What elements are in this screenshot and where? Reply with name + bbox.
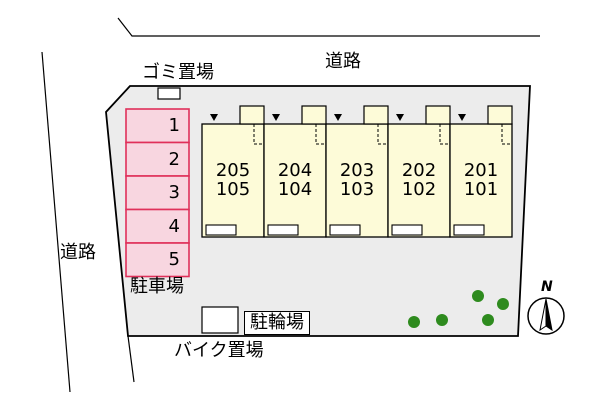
north-arrow-icon bbox=[527, 297, 565, 335]
unit-number-upper: 202 bbox=[401, 160, 437, 181]
road-top-edge bbox=[117, 17, 540, 37]
entrance-arrow-icon bbox=[272, 114, 280, 121]
parking-slot bbox=[125, 242, 190, 278]
parking-slot-number: 1 bbox=[168, 115, 180, 136]
stair-landing bbox=[239, 105, 265, 125]
unit-number-upper: 201 bbox=[463, 160, 499, 181]
parking-slot-number: 5 bbox=[168, 249, 180, 270]
stair-path bbox=[439, 124, 450, 145]
unit-block bbox=[449, 123, 513, 238]
tree-icon bbox=[408, 316, 420, 328]
unit-number-upper: 203 bbox=[339, 160, 375, 181]
stair-path bbox=[253, 124, 264, 145]
entrance-arrow-icon bbox=[396, 114, 404, 121]
stair-path bbox=[315, 124, 326, 145]
tree-icon bbox=[436, 314, 448, 326]
unit-number-lower: 104 bbox=[277, 178, 313, 200]
stair-landing bbox=[487, 105, 513, 125]
parking-label: 駐車場 bbox=[130, 276, 184, 297]
parking-slot bbox=[125, 208, 190, 244]
garbage-box bbox=[157, 87, 181, 100]
stair-landing bbox=[301, 105, 327, 125]
unit-number-lower: 103 bbox=[339, 178, 375, 200]
unit-number-lower: 105 bbox=[215, 178, 251, 200]
tree-icon bbox=[472, 290, 484, 302]
apartment-building bbox=[201, 105, 513, 238]
road-left-edge bbox=[41, 51, 71, 393]
stair-path bbox=[377, 124, 388, 145]
parking-slot-number: 2 bbox=[168, 148, 180, 170]
unit-block bbox=[325, 123, 389, 238]
garbage-label: ゴミ置場 bbox=[142, 62, 214, 83]
balcony bbox=[205, 224, 237, 236]
motorbike-parking-box bbox=[201, 306, 239, 334]
compass-north-label: N bbox=[541, 279, 553, 295]
unit-number-upper: 204 bbox=[277, 160, 313, 181]
tree-icon bbox=[482, 314, 494, 326]
tree-icon bbox=[497, 298, 509, 310]
balcony bbox=[391, 224, 423, 236]
balcony bbox=[267, 224, 299, 236]
motorbike-parking-label: バイク置場 bbox=[174, 340, 264, 361]
parking-slot bbox=[125, 175, 190, 211]
unit-number-lower: 102 bbox=[401, 178, 437, 200]
parking-lot bbox=[125, 108, 190, 278]
entrance-arrow-icon bbox=[458, 114, 466, 121]
unit-number-upper: 205 bbox=[215, 160, 251, 181]
bike-parking-label: 駐輪場 bbox=[244, 311, 310, 335]
stair-path bbox=[501, 124, 512, 145]
trees bbox=[408, 290, 509, 328]
lot-lower-left-edge bbox=[127, 335, 135, 383]
stair-landing bbox=[425, 105, 451, 125]
parking-slot-number: 4 bbox=[168, 215, 180, 237]
road-left-label: 道路 bbox=[60, 242, 96, 263]
unit-block bbox=[201, 123, 265, 238]
entrance-arrow-icon bbox=[334, 114, 342, 121]
unit-number-lower: 101 bbox=[463, 178, 499, 200]
unit-block bbox=[387, 123, 451, 238]
entrance-arrow-icon bbox=[210, 114, 218, 121]
road-top-label: 道路 bbox=[325, 51, 361, 72]
balcony bbox=[453, 224, 485, 236]
parking-slot-number: 3 bbox=[168, 182, 180, 203]
stair-landing bbox=[363, 105, 389, 125]
balcony bbox=[329, 224, 361, 236]
parking-slot bbox=[125, 108, 190, 144]
